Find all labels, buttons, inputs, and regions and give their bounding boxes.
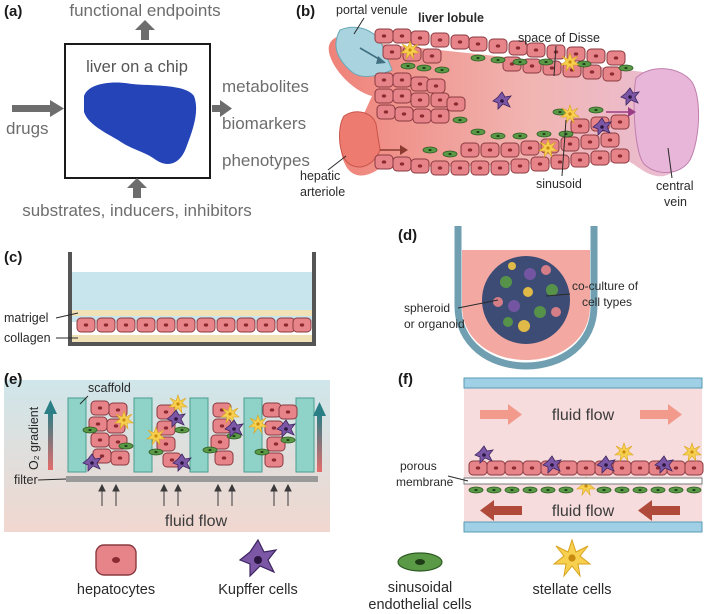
- matrigel-label: matrigel: [4, 311, 48, 325]
- channel: [464, 378, 702, 530]
- panel-f: (f) fluid flow: [396, 371, 704, 533]
- up-arrow-icon: [135, 20, 155, 40]
- flow-arrow-top-left-icon: [480, 404, 522, 425]
- portal-venule-label: portal venule: [336, 3, 408, 17]
- panel-a-label: (a): [4, 3, 22, 20]
- filter-label: filter: [14, 473, 38, 487]
- panel-c-label: (c): [4, 249, 22, 266]
- vein-label: vein: [664, 195, 687, 209]
- filter-bar: [66, 476, 318, 482]
- spheroid-cells: [493, 262, 561, 332]
- panel-d: (d) co-culture of cell types spheroid or…: [398, 226, 639, 370]
- functional-endpoints-label: functional endpoints: [69, 1, 220, 20]
- spheroid-label-2: or organoid: [404, 317, 465, 331]
- o2-arrow-right-icon: [313, 402, 326, 472]
- legend: hepatocytes Kupffer cells sinusoidal end…: [77, 538, 612, 613]
- fluid-flow-arrows-e: [98, 483, 292, 506]
- well-walls: [68, 252, 316, 346]
- coculture-label-2: cell types: [582, 295, 632, 309]
- scaffold-label: scaffold: [88, 381, 131, 395]
- panel-b-label: (b): [296, 3, 315, 20]
- stellate-legend-icon: [552, 538, 592, 578]
- panel-e: (e) (e): [4, 371, 330, 532]
- o2-arrow-left-icon: [44, 400, 57, 470]
- kupffer-legend-icon: [238, 538, 278, 578]
- fluid-flow-label-e: fluid flow: [165, 513, 228, 530]
- central-vein-shape: [633, 68, 699, 173]
- substrates-label: substrates, inducers, inhibitors: [22, 201, 252, 220]
- chip-title: liver on a chip: [86, 58, 188, 76]
- output-phenotypes: phenotypes: [222, 151, 310, 170]
- hepatocyte-legend-icon: [95, 544, 137, 576]
- fluid-flow-label-bottom: fluid flow: [552, 503, 615, 520]
- spheroid-label-1: spheroid: [404, 301, 450, 315]
- fluid-flow-label-top: fluid flow: [552, 407, 615, 424]
- right-arrow-drugs-icon: [12, 100, 64, 117]
- sinusoid-label: sinusoid: [536, 177, 582, 191]
- panel-c: (c) matrigel collagen: [4, 249, 316, 346]
- arteriole-label: arteriole: [300, 185, 345, 199]
- collagen-label: collagen: [4, 331, 51, 345]
- central-label: central: [656, 179, 694, 193]
- porous-membrane: [463, 477, 703, 485]
- liver-shape: [84, 82, 197, 164]
- lobule-title: liver lobule: [418, 11, 484, 25]
- panel-f-label: (f): [398, 371, 413, 388]
- tube-wall: [454, 226, 598, 370]
- coculture-label-1: co-culture of: [572, 279, 639, 293]
- membrane-label: membrane: [396, 475, 454, 489]
- legend-hepatocytes: hepatocytes: [77, 582, 155, 598]
- hepatic-label: hepatic: [300, 169, 340, 183]
- right-arrow-outputs-icon: [212, 100, 232, 117]
- panel-a: (a) functional endpoints liver on a chip…: [4, 1, 310, 220]
- flow-arrow-bottom-left-icon: [480, 500, 522, 521]
- legend-endothelial: endothelial cells: [368, 597, 471, 613]
- flow-arrow-top-right-icon: [640, 404, 682, 425]
- flow-arrow-bottom-right-icon: [638, 500, 680, 521]
- legend-kupffer: Kupffer cells: [218, 582, 298, 598]
- scaffold-columns: [67, 397, 315, 473]
- panel-e-label-top: (e): [4, 371, 22, 388]
- output-metabolites: metabolites: [222, 77, 309, 96]
- endothelial-legend-icon: [397, 552, 443, 572]
- space-of-disse-label: space of Disse: [518, 31, 600, 45]
- hepatic-arteriole-shape: [339, 111, 381, 168]
- panel-d-label: (d): [398, 227, 417, 244]
- output-biomarkers: biomarkers: [222, 114, 306, 133]
- legend-sinusoidal: sinusoidal: [388, 580, 453, 596]
- drugs-label: drugs: [6, 119, 49, 138]
- porous-label: porous: [400, 459, 437, 473]
- legend-stellate: stellate cells: [533, 582, 612, 598]
- panel-b: (b) liver lobule: [296, 3, 699, 209]
- up-arrow-bottom-icon: [127, 178, 147, 198]
- o2-gradient-label: O₂ gradient: [27, 406, 41, 470]
